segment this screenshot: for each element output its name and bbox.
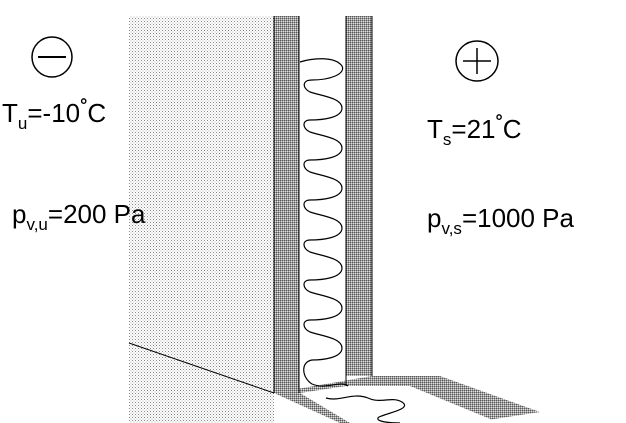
right-board-layer <box>346 16 372 376</box>
pressure-subscript: v,s <box>441 219 462 238</box>
degree-symbol: ° <box>80 95 88 115</box>
pressure-symbol: p <box>12 199 27 229</box>
temperature-unit: C <box>87 98 107 128</box>
floor-channel <box>300 386 500 423</box>
moisture-flow-path-floor <box>325 395 406 423</box>
temperature-unit: C <box>502 114 522 144</box>
cavity <box>299 16 346 393</box>
temperature-subscript: s <box>442 130 452 149</box>
insulation-layer <box>129 16 274 416</box>
pressure-symbol: p <box>427 203 442 233</box>
pressure-value: =200 Pa <box>47 199 146 229</box>
left-board-layer <box>274 16 299 393</box>
floor-edge-line <box>128 342 275 394</box>
floor-slab-face <box>129 343 274 423</box>
pressure-subscript: v,u <box>26 215 48 234</box>
temperature-subscript: u <box>17 114 28 133</box>
outside-temperature-label: Tu=-10°C <box>2 96 107 132</box>
outside-vapour-pressure-label: pv,u=200 Pa <box>12 199 146 233</box>
inside-temperature-label: Ts=21°C <box>427 112 522 148</box>
moisture-flow-path <box>299 58 349 387</box>
temperature-symbol: T <box>2 98 18 128</box>
inside-vapour-pressure-label: pv,s=1000 Pa <box>427 203 574 237</box>
temperature-value: =-10 <box>27 98 81 128</box>
pressure-value: =1000 Pa <box>461 203 574 233</box>
temperature-symbol: T <box>427 114 443 144</box>
temperature-value: =21 <box>451 114 496 144</box>
degree-symbol: ° <box>495 111 503 131</box>
